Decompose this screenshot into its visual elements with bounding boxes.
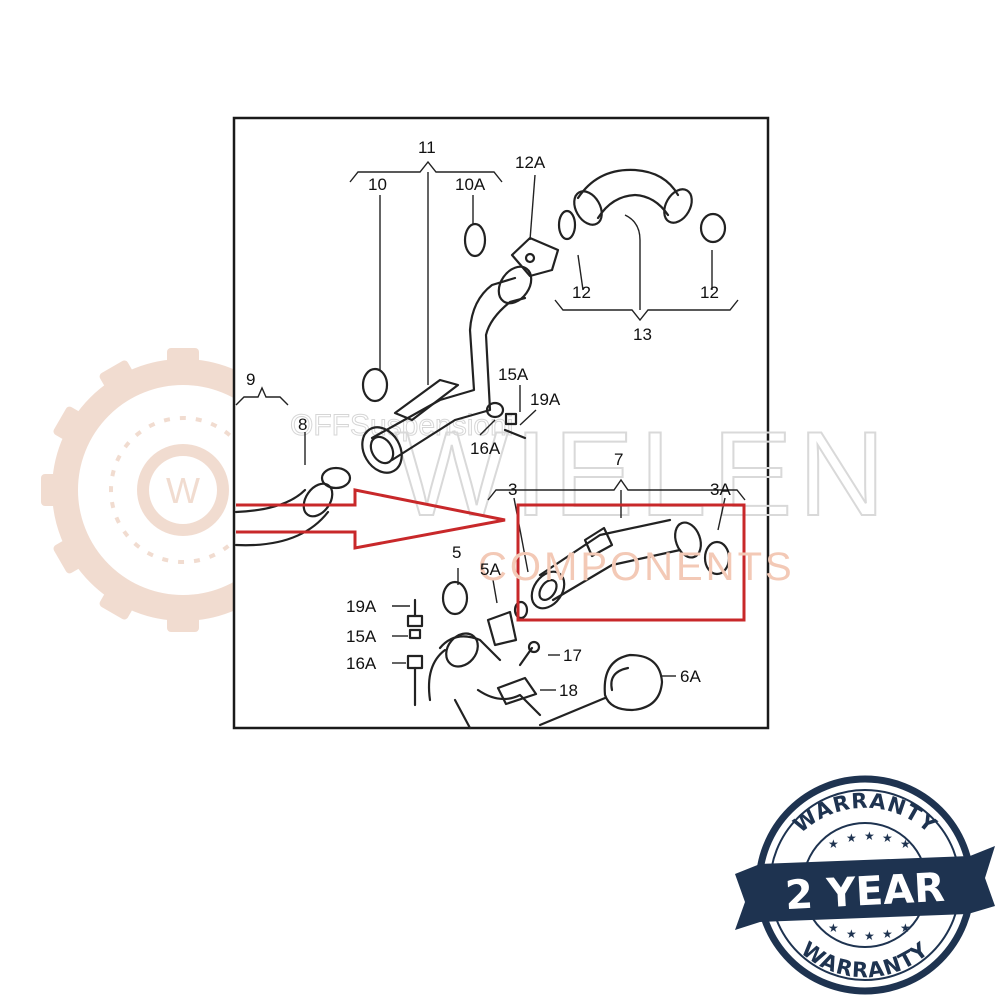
badge-middle-text: 2 YEAR (784, 865, 946, 919)
svg-text:★: ★ (828, 921, 839, 935)
svg-text:★: ★ (846, 831, 857, 845)
pipe-7 (530, 518, 702, 610)
label-16a-bottom: 16A (346, 654, 377, 673)
pipe-11 (361, 265, 533, 474)
badge-ribbon (735, 846, 995, 930)
label-13: 13 (633, 325, 652, 344)
label-3a: 3A (710, 480, 731, 499)
label-5a: 5A (480, 560, 501, 579)
warranty-badge: WARRANTY WARRANTY ★★★★★ ★★★★★ 2 YEAR (735, 775, 995, 995)
label-15a-bottom: 15A (346, 627, 377, 646)
lower-parts (406, 598, 664, 730)
label-5: 5 (452, 543, 461, 562)
badge-stars-icon: ★ ★ ★ ★ ★ ★ ★ ★ ★ ★ (828, 829, 911, 943)
label-6a: 6A (680, 667, 701, 686)
label-9: 9 (246, 370, 255, 389)
label-7: 7 (614, 450, 623, 469)
diagram-frame (232, 116, 770, 730)
svg-text:★: ★ (882, 831, 893, 845)
highlight-box (516, 503, 746, 622)
clamp-12a (510, 236, 560, 278)
bolt-group-top (485, 401, 527, 440)
label-19a-top: 19A (530, 390, 561, 409)
watermark-brand-text: WIELEN (395, 407, 891, 541)
label-19a-bottom: 19A (346, 597, 377, 616)
bracket-group (235, 160, 746, 501)
svg-text:★: ★ (846, 927, 857, 941)
part-labels: 11 10 10A 12A 12 12 13 9 8 15A 19A 16A 7… (246, 138, 731, 700)
o-rings (320, 209, 731, 620)
elbow-pipe-13 (573, 168, 693, 226)
label-3: 3 (508, 480, 517, 499)
label-11: 11 (418, 138, 436, 157)
label-18: 18 (559, 681, 578, 700)
watermark-tagline-text: COMPONENTS (478, 545, 795, 589)
label-12-left: 12 (572, 283, 591, 302)
label-15a-top: 15A (498, 365, 529, 384)
label-10: 10 (368, 175, 387, 194)
label-17: 17 (563, 646, 582, 665)
svg-text:★: ★ (900, 837, 911, 851)
svg-text:★: ★ (900, 921, 911, 935)
svg-text:★: ★ (864, 829, 875, 843)
label-12a: 12A (515, 153, 546, 172)
svg-text:★: ★ (882, 927, 893, 941)
leader-lines (304, 172, 726, 691)
label-16a-top: 16A (470, 439, 501, 458)
watermark-gear-letter: W (166, 470, 200, 511)
svg-text:★: ★ (864, 929, 875, 943)
label-10a: 10A (455, 175, 486, 194)
label-12-right: 12 (700, 283, 719, 302)
svg-text:★: ★ (828, 837, 839, 851)
label-8: 8 (298, 415, 307, 434)
highlight-arrow-icon (236, 488, 506, 550)
